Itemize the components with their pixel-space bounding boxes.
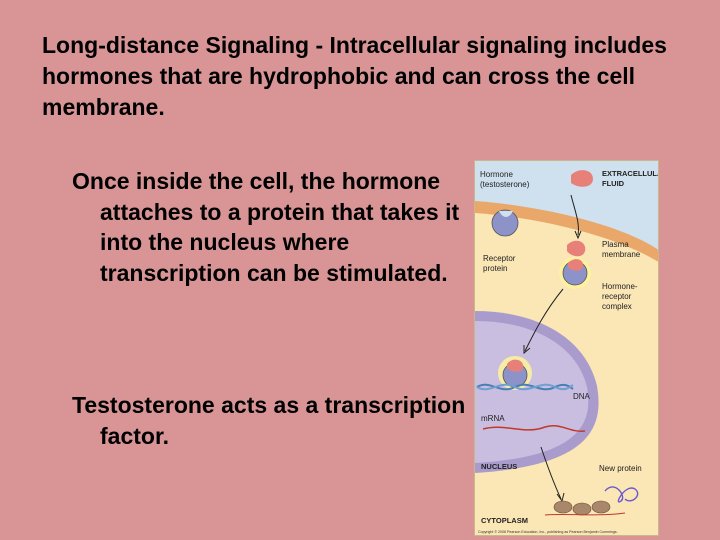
arrow-mrna-to-cytoplasm [540,446,562,500]
receptor-binding-site [499,211,513,217]
body-paragraph-hormone-transport: Once inside the cell, the hormone attach… [72,168,460,286]
ribosome-3 [591,500,611,514]
label-protein: protein [483,264,507,273]
label-nucleus: NUCLEUS [481,462,517,471]
arrow-complex-to-nucleus [524,288,564,352]
label-hormone-complex-1: Hormone- [602,282,638,291]
bound-hormone-on-dna [507,359,524,372]
ribosome-1 [553,500,573,514]
label-dna: DNA [573,392,591,401]
label-hormone-complex-3: complex [602,302,632,311]
hormone-molecule-extracellular [571,170,593,187]
label-mrna: mRNA [481,414,505,423]
label-plasma: Plasma [602,240,629,249]
label-receptor: Receptor [483,254,516,263]
arrow-head [523,345,531,355]
slide-title: Long-distance Signaling - Intracellular … [42,32,667,120]
bound-hormone [568,259,584,271]
receptor-protein [491,209,519,237]
mrna-in-cytoplasm [544,512,626,516]
signaling-diagram-svg: Hormone (testosterone) EXTRACELLULAR FLU… [475,161,659,535]
steroid-signaling-diagram: Hormone (testosterone) EXTRACELLULAR FLU… [474,160,659,536]
dna-strand-b [476,383,574,391]
label-testosterone: (testosterone) [480,180,530,189]
label-membrane: membrane [602,250,641,259]
label-cytoplasm: CYTOPLASM [481,516,528,525]
body-paragraph-transcription-factor: Testosterone acts as a transcription fac… [72,392,466,449]
label-hormone-complex-2: receptor [602,292,632,301]
label-fluid: FLUID [602,179,625,188]
arrow-hormone-enters [570,194,579,236]
new-protein-chain [604,486,639,503]
hormone-molecule-membrane [567,240,586,257]
label-extracellular: EXTRACELLULAR [602,169,659,178]
arrow-head [574,230,582,240]
label-new-protein: New protein [599,464,642,473]
mrna-strand [482,425,586,432]
label-hormone: Hormone [480,170,513,179]
ribosome-2 [572,502,592,516]
figure-copyright: Copyright © 2008 Pearson Education, Inc.… [478,530,618,534]
